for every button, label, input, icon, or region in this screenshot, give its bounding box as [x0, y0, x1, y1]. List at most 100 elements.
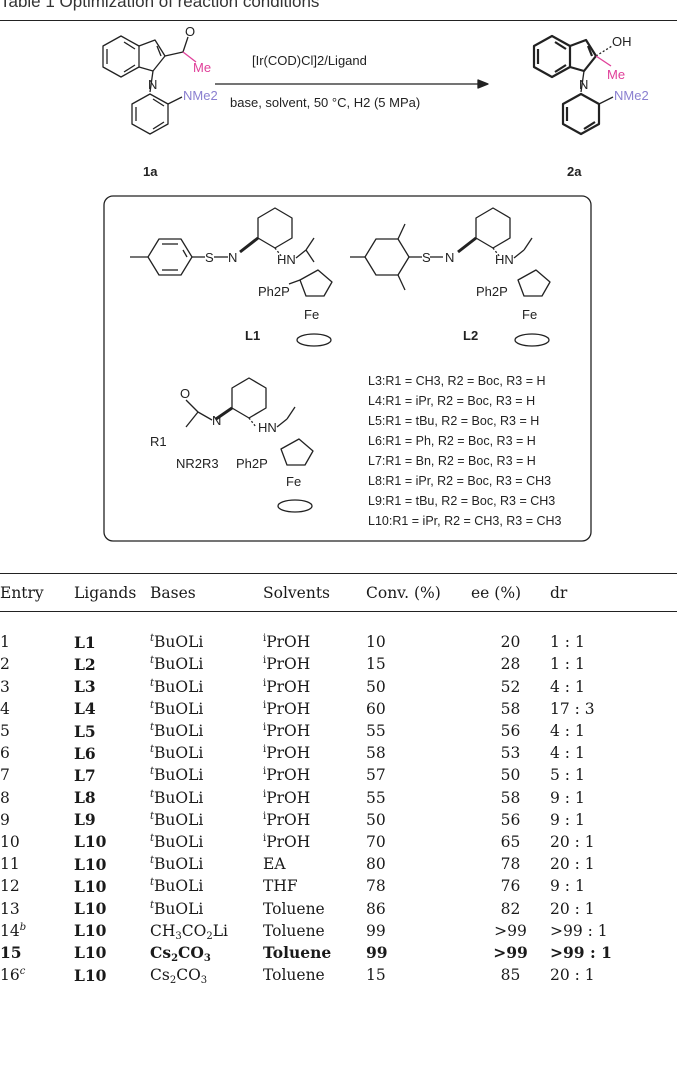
entry-cell: 9 [0, 810, 10, 829]
entry-cell: 3 [0, 677, 10, 696]
ee-cell: 58 [500, 699, 521, 718]
base-cell: tBuOLi [150, 766, 204, 785]
product-oh: OH [612, 34, 632, 49]
lx-nitrogen: N [212, 413, 221, 428]
ligand-cell: L10 [74, 832, 107, 852]
base-cell: Cs2CO3 [150, 966, 208, 987]
ee-cell: >99 [493, 943, 528, 963]
ligand-def: L6:R1 = Ph, R2 = Boc, R3 = H [368, 434, 536, 448]
ee-cell: 78 [500, 855, 521, 874]
ee-cell: 20 [500, 633, 521, 652]
header-top-rule [0, 573, 677, 574]
conv-cell: 99 [366, 943, 388, 963]
dr-cell: 9 : 1 [550, 788, 585, 807]
l2-iron: Fe [522, 307, 537, 322]
entry-cell: 11 [0, 855, 20, 874]
col-entry: Entry [0, 584, 44, 602]
conv-cell: 10 [366, 633, 386, 652]
conv-cell: 55 [366, 788, 386, 807]
base-cell: tBuOLi [150, 699, 204, 718]
ligand-cell: L10 [74, 943, 107, 963]
solvent-cell: iPrOH [263, 699, 311, 718]
ligand-cell: L10 [74, 921, 107, 941]
solvent-cell: Toluene [263, 921, 325, 940]
solvent-cell: Toluene [263, 966, 325, 985]
l2-nitrogen: N [445, 250, 454, 265]
dr-cell: 4 : 1 [550, 744, 585, 763]
ligand-cell: L7 [74, 765, 96, 785]
dr-cell: 20 : 1 [550, 899, 595, 918]
entry-cell: 4 [0, 699, 10, 718]
solvent-cell: iPrOH [263, 832, 311, 851]
ligand-cell: L10 [74, 965, 107, 985]
ligand-l2-label: L2 [463, 328, 478, 343]
table-row: 4 L4 tBuOLi iPrOH 60 58 17 : 3 [0, 698, 677, 720]
ee-cell: 76 [500, 877, 521, 896]
l1-ph2p: Ph2P [258, 284, 290, 299]
solvent-cell: Toluene [263, 943, 332, 963]
conv-cell: 58 [366, 744, 386, 763]
dr-cell: 9 : 1 [550, 877, 585, 896]
ee-cell: 85 [500, 966, 521, 985]
ligand-cell: L10 [74, 854, 107, 874]
solvent-cell: iPrOH [263, 677, 311, 696]
conv-cell: 86 [366, 899, 386, 918]
dr-cell: 9 : 1 [550, 810, 585, 829]
solvent-cell: iPrOH [263, 722, 311, 741]
entry-cell: 6 [0, 744, 10, 763]
l1-hn: HN [277, 252, 296, 267]
solvent-cell: EA [263, 855, 286, 874]
ligand-cell: L5 [74, 721, 96, 741]
base-cell: tBuOLi [150, 810, 204, 829]
dr-cell: 17 : 3 [550, 699, 595, 718]
solvent-cell: iPrOH [263, 633, 311, 652]
ligand-def: L5:R1 = tBu, R2 = Boc, R3 = H [368, 414, 539, 428]
product-label: 2a [567, 164, 582, 179]
entry-cell: 10 [0, 832, 20, 851]
conv-cell: 80 [366, 855, 386, 874]
ligand-cell: L9 [74, 810, 96, 830]
dr-cell: >99 : 1 [550, 921, 608, 940]
solvent-cell: iPrOH [263, 655, 311, 674]
sm-label: 1a [143, 164, 158, 179]
header-bottom-rule [0, 611, 677, 612]
ligand-def: L3:R1 = CH3, R2 = Boc, R3 = H [368, 374, 546, 388]
base-cell: tBuOLi [150, 788, 204, 807]
base-cell: tBuOLi [150, 855, 204, 874]
conv-cell: 15 [366, 655, 386, 674]
entry-cell: 13 [0, 899, 20, 918]
ligand-cell: L3 [74, 677, 96, 697]
base-cell: tBuOLi [150, 877, 204, 896]
product-nitrogen: N [579, 77, 588, 92]
dr-cell: 5 : 1 [550, 766, 585, 785]
entry-cell: 7 [0, 766, 10, 785]
base-cell: tBuOLi [150, 744, 204, 763]
ee-cell: 56 [500, 810, 521, 829]
col-conv: Conv. (%) [366, 584, 441, 602]
entry-cell: 14b [0, 921, 27, 940]
top-rule [0, 20, 677, 21]
ligand-cell: L4 [74, 699, 96, 719]
solvent-cell: iPrOH [263, 810, 311, 829]
product-methyl: Me [607, 67, 625, 82]
base-cell: CH3CO2Li [150, 921, 228, 942]
sm-nitrogen: N [148, 77, 157, 92]
l1-nitrogen: N [228, 250, 237, 265]
dr-cell: >99 : 1 [550, 943, 612, 963]
conv-cell: 60 [366, 699, 386, 718]
solvent-cell: Toluene [263, 899, 325, 918]
ee-cell: 53 [500, 744, 521, 763]
lx-hn: HN [258, 420, 277, 435]
l2-sulfur: S [422, 250, 431, 265]
ligand-def: L8:R1 = iPr, R2 = Boc, R3 = CH3 [368, 474, 551, 488]
reagent-top: [Ir(COD)Cl]2/Ligand [252, 53, 367, 68]
